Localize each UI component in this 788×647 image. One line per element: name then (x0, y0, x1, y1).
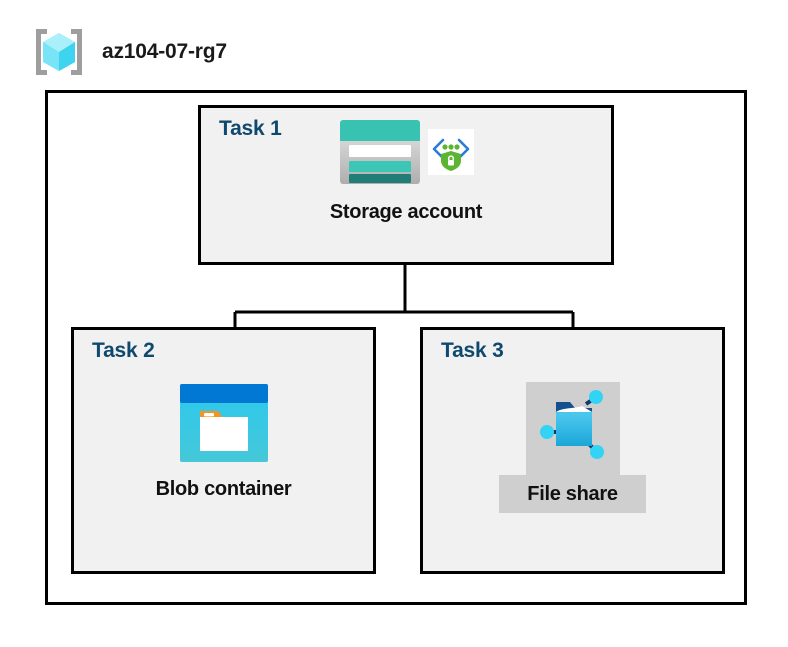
task-3-panel: Task 3 (420, 327, 725, 574)
secure-endpoint-shield-icon (428, 129, 474, 180)
file-share-caption: File share (499, 475, 646, 513)
task-3-label: Task 3 (441, 339, 504, 362)
blob-container-icon (178, 382, 270, 469)
node-file-share[interactable]: File share (420, 382, 725, 513)
blob-container-caption: Blob container (155, 478, 292, 500)
task-1-label: Task 1 (219, 117, 282, 140)
resource-group-icon (30, 26, 88, 78)
task-2-label: Task 2 (92, 339, 155, 362)
resource-group-header: az104-07-rg7 (30, 26, 227, 78)
blob-container-icon-row (178, 382, 270, 469)
node-blob-container[interactable]: Blob container (71, 382, 376, 501)
storage-account-icon (338, 117, 422, 192)
file-share-icon (538, 388, 608, 469)
node-storage-account[interactable]: Storage account (198, 117, 614, 224)
storage-account-icon-row (338, 117, 474, 192)
storage-account-caption: Storage account (329, 201, 483, 223)
file-share-icon-row (525, 382, 620, 475)
resource-group-title: az104-07-rg7 (102, 40, 227, 63)
